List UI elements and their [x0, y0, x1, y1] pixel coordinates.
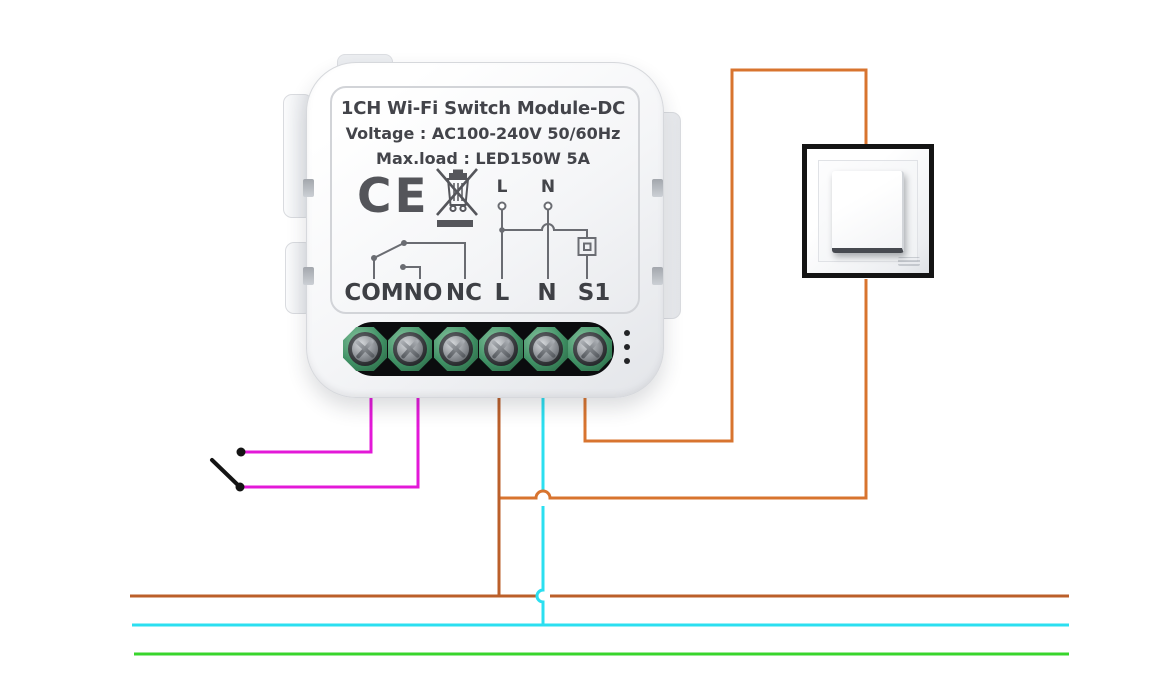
terminal-screw-n — [524, 327, 568, 371]
module-voltage: Voltage : AC100-240V 50/60Hz — [345, 124, 621, 143]
module-title: 1CH Wi-Fi Switch Module-DC — [340, 98, 626, 119]
module-clip-notch — [652, 179, 663, 197]
terminal-label-nc: NC — [445, 280, 483, 306]
terminal-screw-no — [388, 327, 432, 371]
wall-switch-frame — [802, 144, 934, 278]
wire-switch-return — [499, 279, 868, 500]
weee-bar — [437, 220, 473, 227]
terminal-label-s1: S1 — [577, 280, 611, 306]
terminal-label-no: NO — [403, 280, 443, 306]
screw-head — [577, 336, 603, 362]
screw-head — [488, 336, 514, 362]
module-max-load: Max.load : LED150W 5A — [376, 149, 590, 168]
terminal-label-com: COM — [344, 280, 404, 306]
indicator-dot — [624, 344, 630, 350]
wire-no — [240, 396, 420, 489]
ce-mark: CE — [357, 169, 430, 224]
external-switch-contact-dot — [235, 482, 245, 492]
screw-socket — [529, 332, 563, 366]
brand-mark — [898, 257, 920, 266]
external-switch-lever — [210, 458, 242, 489]
screw-socket — [439, 332, 473, 366]
wire-neutral-n — [535, 396, 545, 625]
weee-bin-icon — [436, 168, 478, 227]
module-clip-notch — [303, 179, 314, 197]
terminal-label-n: N — [537, 280, 557, 306]
wall-switch-rocker — [832, 171, 904, 253]
screw-head — [352, 336, 378, 362]
terminal-screw-com — [343, 327, 387, 371]
module-clip-notch — [652, 267, 663, 285]
external-switch-contact-dot — [236, 447, 246, 457]
wire-com — [241, 396, 373, 454]
wire-s1-loop — [583, 68, 868, 443]
screw-head — [533, 336, 559, 362]
screw-head — [397, 336, 423, 362]
terminal-screw-s1 — [568, 327, 612, 371]
module-label-panel — [330, 86, 640, 314]
indicator-dot — [624, 358, 630, 364]
screw-socket — [484, 332, 518, 366]
terminal-screw-nc — [434, 327, 478, 371]
screw-socket — [573, 332, 607, 366]
terminal-label-l: L — [494, 280, 510, 306]
module-clip-notch — [303, 267, 314, 285]
terminal-screw-l — [479, 327, 523, 371]
screw-head — [443, 336, 469, 362]
indicator-dot — [624, 330, 630, 336]
screw-socket — [348, 332, 382, 366]
screw-socket — [393, 332, 427, 366]
